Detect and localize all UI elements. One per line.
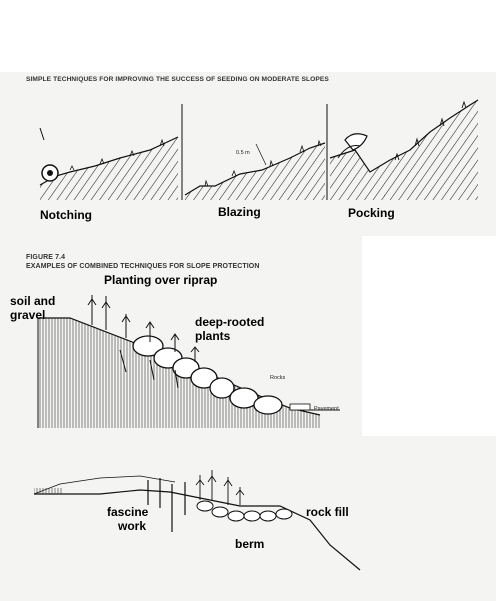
fascine-stakes: [147, 478, 186, 532]
fascine-illustration: [33, 470, 361, 571]
soil-label-line2: gravel: [10, 308, 46, 322]
fascine-label-line2: work: [118, 519, 147, 533]
rock-fill-label: rock fill: [306, 505, 349, 519]
rocks-label: Rocks: [270, 375, 286, 381]
pocking-illustration: [329, 99, 479, 200]
figure-title: EXAMPLES OF COMBINED TECHNIQUES FOR SLOP…: [26, 263, 260, 270]
notching-label: Notching: [40, 208, 92, 222]
deep-rooted-plants: [87, 295, 200, 389]
riprap-illustration: [37, 295, 340, 428]
plants-label-line1: deep-rooted: [195, 315, 265, 329]
notching-illustration: [39, 127, 179, 200]
riprap-title: Planting over riprap: [104, 273, 218, 287]
soil-label-line1: soil and: [10, 294, 56, 308]
top-margin: [0, 0, 496, 72]
berm-label: berm: [235, 537, 265, 551]
pocking-label: Pocking: [348, 206, 395, 220]
pavement-label: Pavement: [314, 406, 339, 412]
blazing-illustration: [184, 139, 326, 200]
plants-label-line2: plants: [195, 329, 231, 343]
pocking-tool: [344, 133, 368, 151]
blank-panel: [362, 236, 496, 436]
blazing-dimension-label: 0.5 m: [236, 150, 250, 156]
rocks: [132, 335, 283, 415]
fascine-plants: [195, 470, 245, 505]
section-title: SIMPLE TECHNIQUES FOR IMPROVING THE SUCC…: [26, 76, 329, 83]
fascine-label-line1: fascine: [107, 505, 149, 519]
fill-rocks: [196, 500, 293, 522]
blazing-label: Blazing: [218, 205, 261, 219]
figure-number: FIGURE 7.4: [26, 254, 66, 261]
